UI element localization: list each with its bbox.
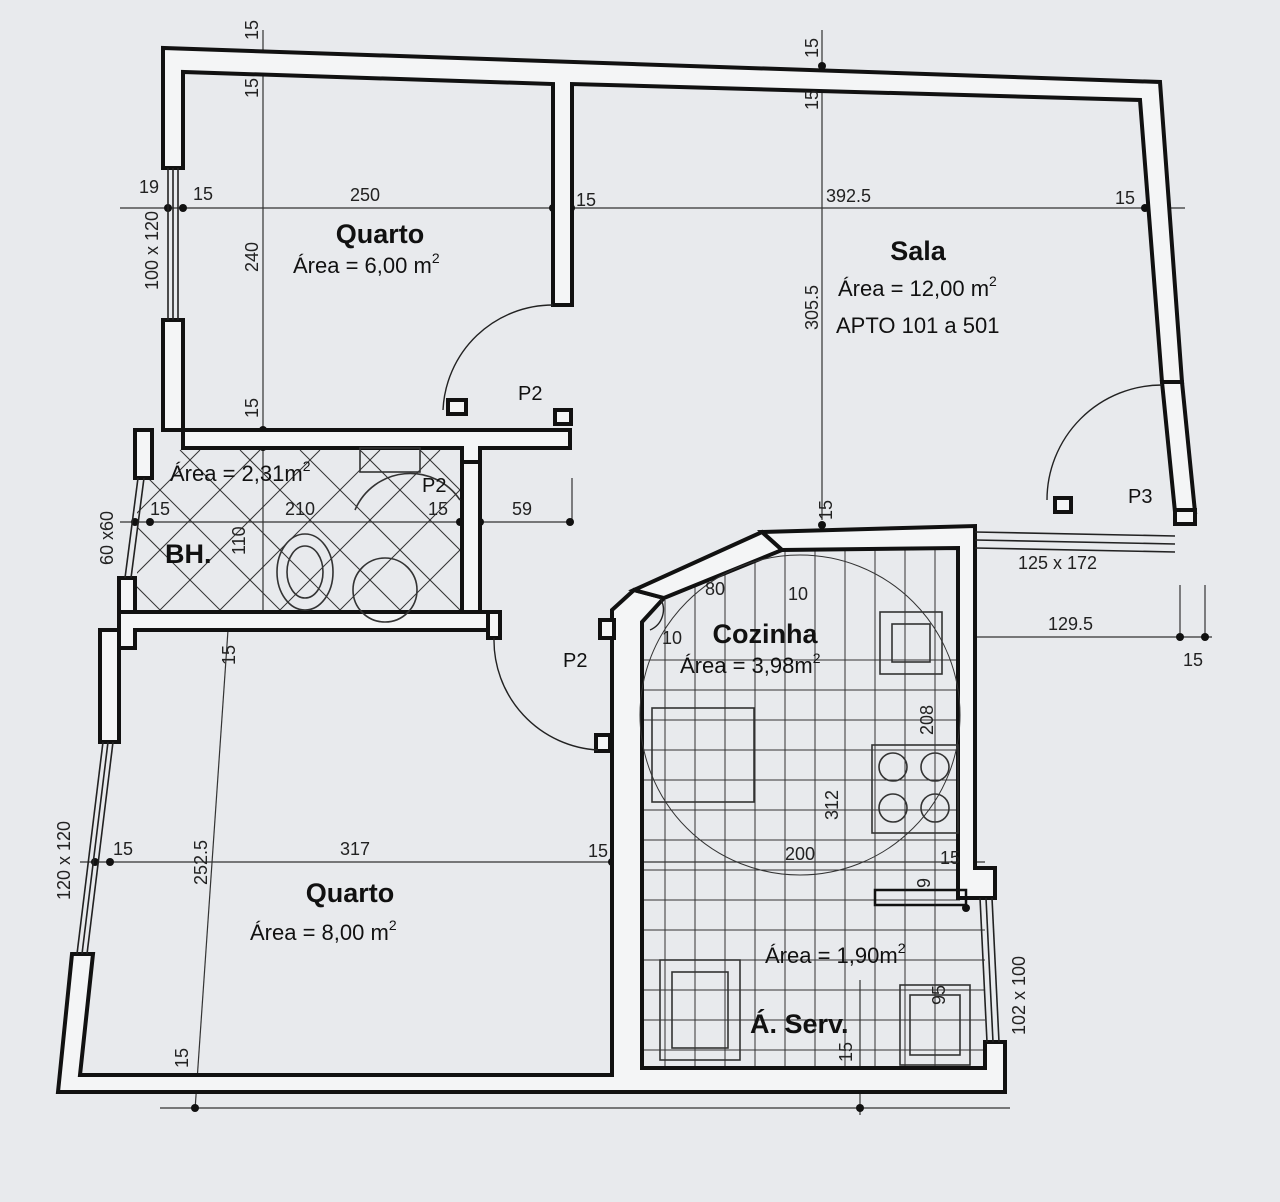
room-name: Sala (890, 236, 947, 266)
dimension-labels: 15 15 15 15 19 15 250 15 392.5 15 240 30… (113, 20, 1203, 1068)
laundry-tank (899, 984, 971, 1066)
room-area: Área = 6,00 m2 (293, 250, 440, 278)
room-name: Quarto (306, 878, 395, 908)
dimension-label: 15 (802, 90, 822, 110)
room-name: Cozinha (713, 619, 819, 649)
dimension-label: 15 (193, 184, 213, 204)
dimension-label: 210 (285, 499, 315, 519)
kitchen-sink (879, 611, 943, 675)
toilet (276, 533, 334, 611)
bath-sink (352, 557, 418, 623)
door-swings (442, 304, 1163, 751)
dimension-label: 15 (428, 499, 448, 519)
walls (55, 45, 1198, 1094)
windows (76, 168, 1176, 1043)
fridge (651, 707, 755, 803)
dimension-lines (80, 30, 1212, 1115)
dimension-label: 15 (576, 190, 596, 210)
dimension-label: 317 (340, 839, 370, 859)
room-area: Área = 2,31m2 (170, 458, 311, 486)
window-label: 120 x 120 (54, 821, 74, 900)
dimension-label: 15 (242, 78, 262, 98)
dimension-label: 15 (219, 645, 239, 665)
dimension-label: 15 (940, 848, 960, 868)
dimension-label: 15 (242, 398, 262, 418)
window-labels: 100 x 120 60 x60 120 x 120 125 x 172 102… (54, 211, 1097, 1035)
dimension-label: 240 (242, 242, 262, 272)
door-labels: P2 P2 P2 P3 (422, 383, 1152, 672)
dimension-label: 15 (588, 841, 608, 861)
room-note: APTO 101 a 501 (836, 313, 1000, 338)
dimension-label: 15 (150, 499, 170, 519)
dimension-label: 305.5 (802, 285, 822, 330)
fixtures (276, 447, 971, 1066)
dimension-label: 15 (242, 20, 262, 40)
door-label: P2 (518, 383, 542, 405)
room-name: Á. Serv. (750, 1008, 849, 1039)
dimension-label: 80 (705, 579, 725, 599)
window-label: 60 x60 (97, 511, 117, 565)
stove (871, 744, 959, 834)
room-quarto-2: Quarto Área = 8,00 m2 (250, 878, 397, 945)
dimension-label: 312 (822, 790, 842, 820)
dimension-label: 15 (172, 1048, 192, 1068)
dimension-label: 15 (113, 839, 133, 859)
dimension-label: 10 (662, 628, 682, 648)
dimension-label: 15 (1183, 650, 1203, 670)
washing-machine (659, 959, 741, 1061)
dimension-label: 15 (816, 500, 836, 520)
room-area-servico: Área = 1,90m2 Á. Serv. (750, 940, 906, 1039)
room-area: Área = 3,98m2 (680, 650, 821, 678)
dimension-label: 15 (1115, 188, 1135, 208)
dimension-label: 129.5 (1048, 614, 1093, 634)
room-bh: Área = 2,31m2 BH. (165, 458, 311, 569)
door-label: P2 (563, 650, 587, 672)
dimension-label: 59 (512, 499, 532, 519)
room-name: Quarto (336, 219, 425, 249)
room-name: BH. (165, 539, 212, 569)
dimension-label: 392.5 (826, 186, 871, 206)
window-label: 100 x 120 (142, 211, 162, 290)
door-label: P3 (1128, 486, 1152, 508)
door-label: P2 (422, 475, 446, 497)
dimension-label: 110 (229, 526, 249, 555)
room-cozinha: Cozinha Área = 3,98m2 (680, 619, 821, 678)
dimension-label: 200 (785, 844, 815, 864)
window-label: 102 x 100 (1009, 956, 1029, 1035)
dimension-label: 95 (929, 985, 949, 1005)
dimension-label: 252.5 (191, 840, 211, 885)
dimension-label: 9 (914, 878, 934, 888)
room-area: Área = 8,00 m2 (250, 917, 397, 945)
dimension-label: 250 (350, 185, 380, 205)
dimension-label: 19 (139, 177, 159, 197)
room-area: Área = 12,00 m2 (838, 273, 997, 301)
room-area: Área = 1,90m2 (765, 940, 906, 968)
dimension-label: 15 (836, 1042, 856, 1062)
dimension-label: 208 (917, 705, 937, 735)
room-sala: Sala Área = 12,00 m2 APTO 101 a 501 (836, 236, 1000, 338)
dimension-label: 10 (788, 584, 808, 604)
window-label: 125 x 172 (1018, 553, 1097, 573)
dimension-label: 15 (802, 38, 822, 58)
room-quarto-1: Quarto Área = 6,00 m2 (293, 219, 440, 278)
